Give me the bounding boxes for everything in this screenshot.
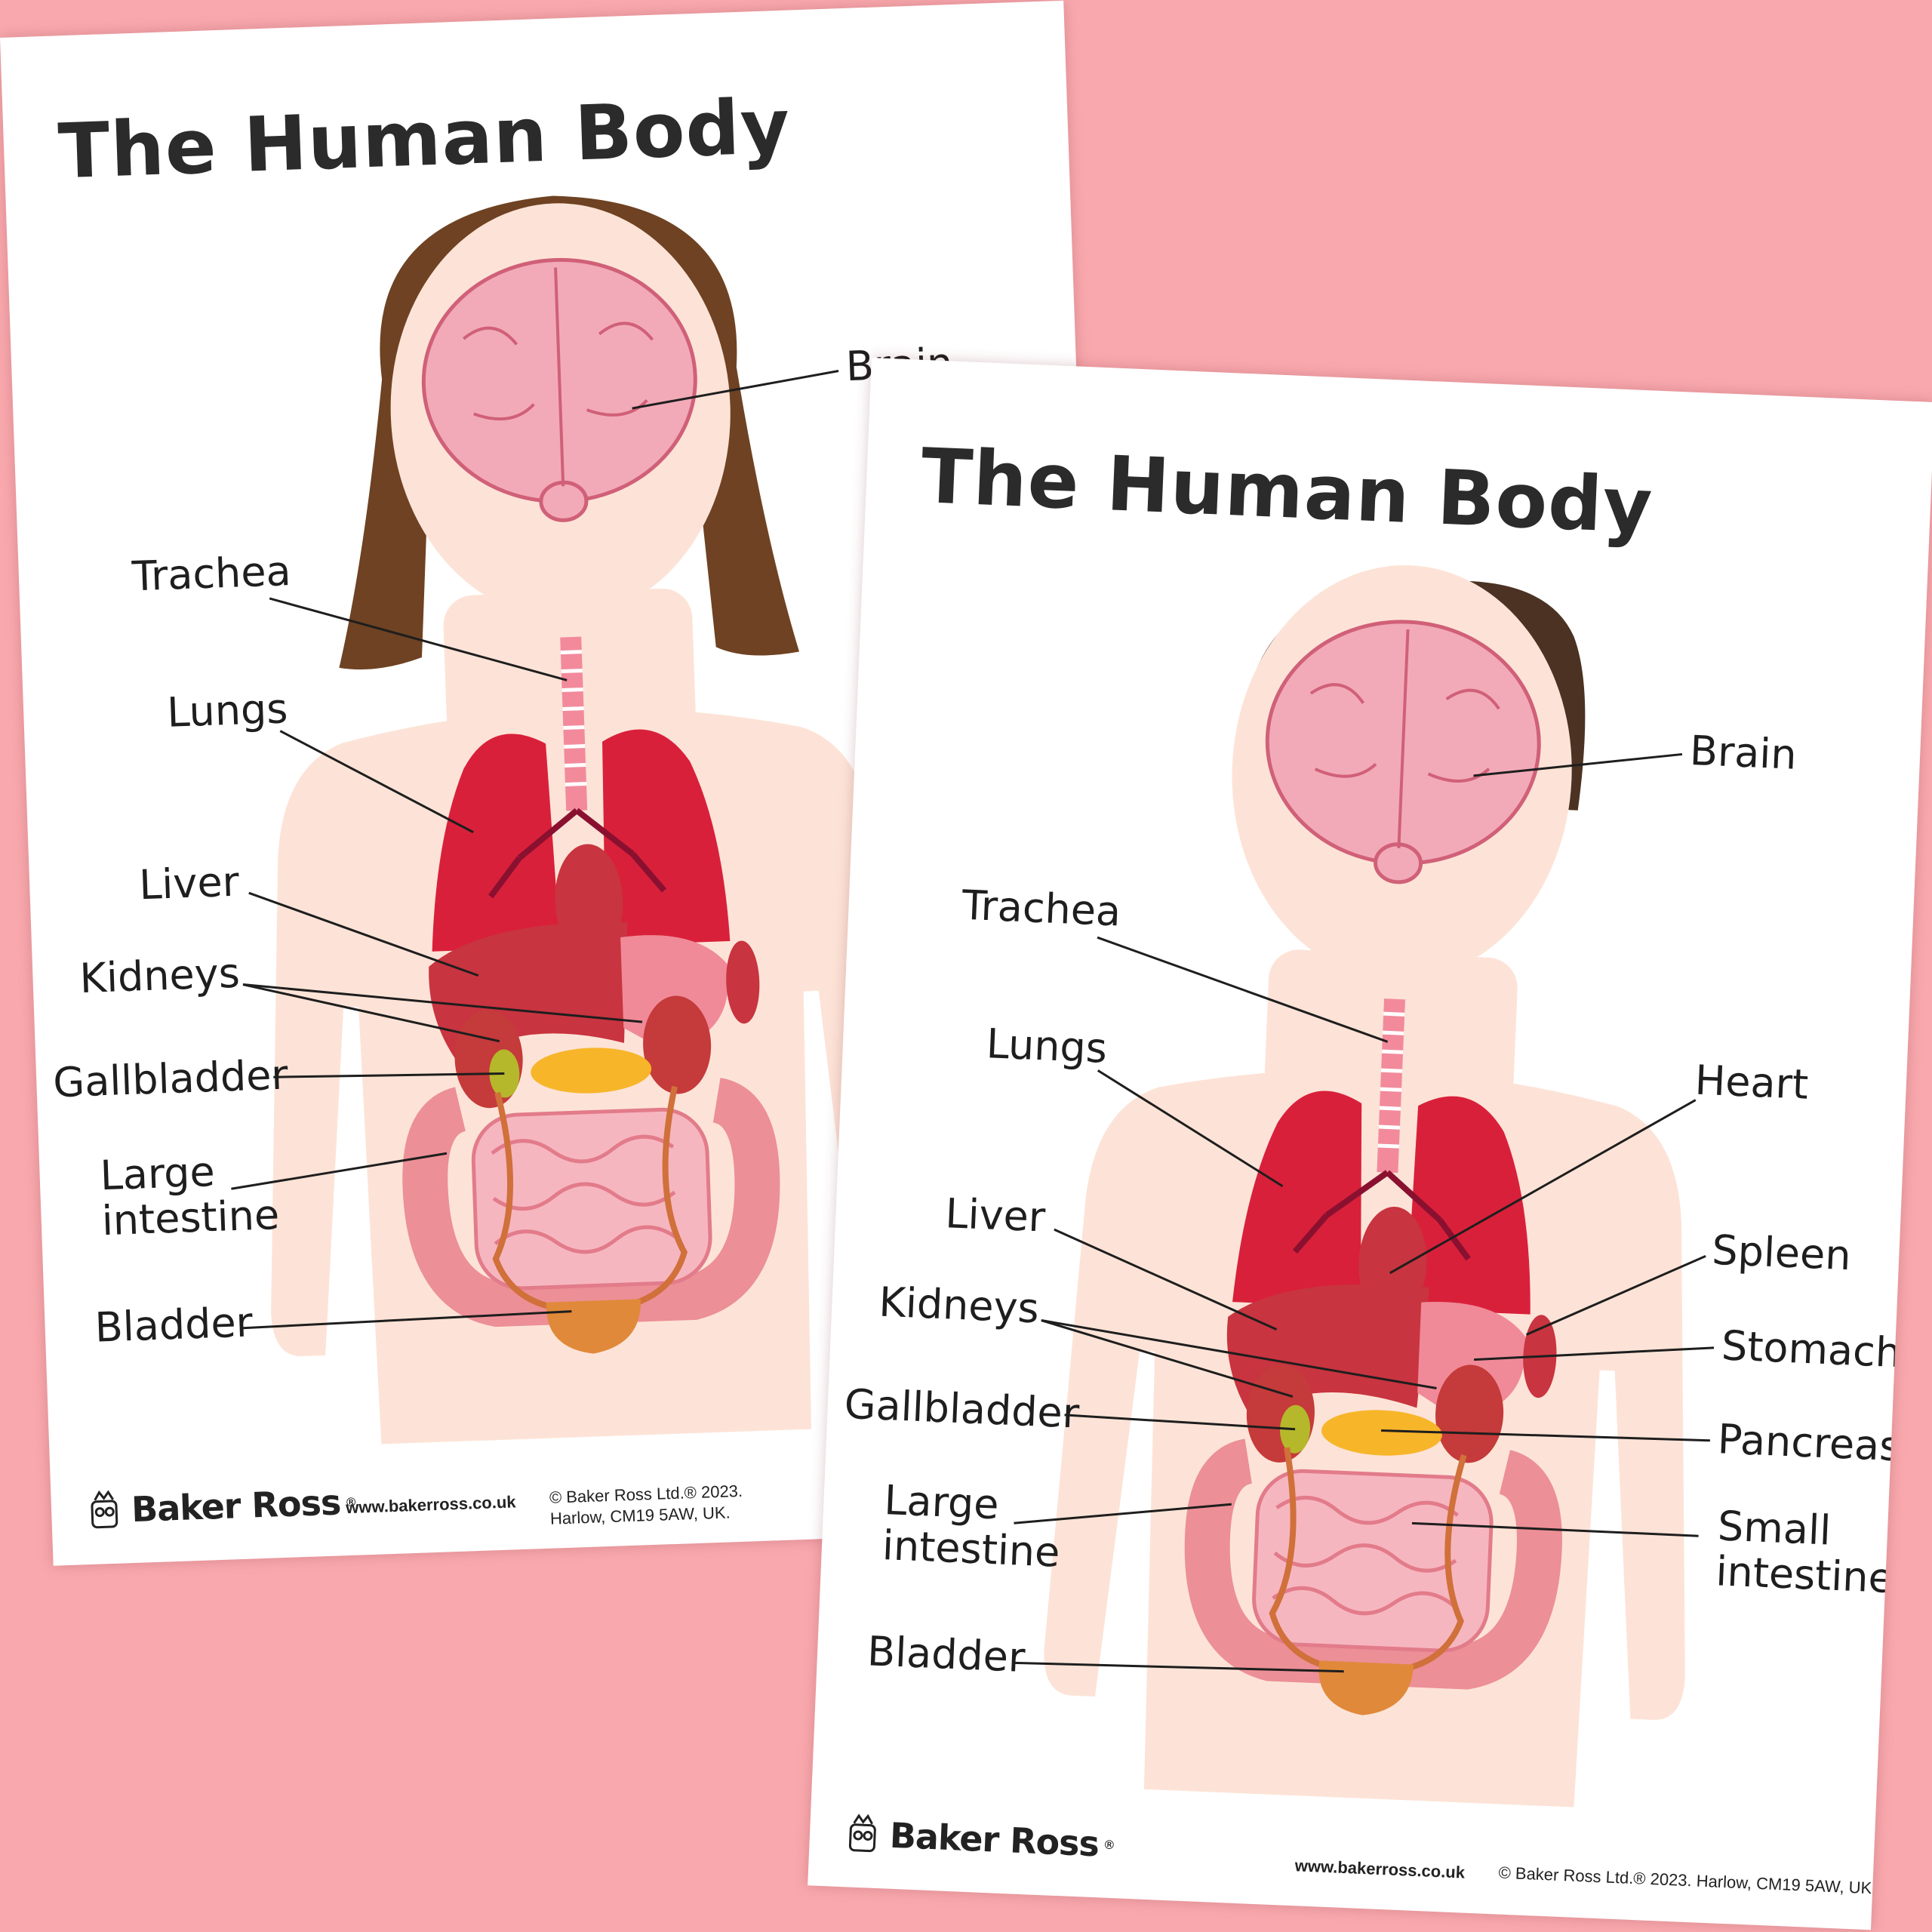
label-lungs: Lungs xyxy=(985,1020,1109,1072)
leader-line-large-intestine xyxy=(231,1152,448,1190)
trachea xyxy=(1377,998,1406,1174)
lungs xyxy=(1232,1091,1531,1315)
leader-lines xyxy=(1013,752,1715,1673)
label-bladder: Bladder xyxy=(866,1627,1026,1681)
label-heart: Heart xyxy=(1694,1056,1810,1109)
leader-line-gallbladder xyxy=(1064,1414,1296,1431)
lungs xyxy=(432,729,731,952)
leader-line-lungs xyxy=(1097,1069,1284,1188)
baker-ross-logo: Baker Ross® xyxy=(839,1810,1116,1867)
human-body-illustration xyxy=(1013,565,1715,1807)
trachea xyxy=(560,636,588,811)
leader-line-small-intestine xyxy=(1411,1521,1699,1537)
human-body-illustration xyxy=(231,195,912,1444)
leader-line-large-intestine xyxy=(1014,1503,1232,1524)
leader-line-bladder xyxy=(1013,1661,1344,1673)
leader-line-lungs xyxy=(279,730,474,834)
label-gallbladder: Gallbladder xyxy=(52,1051,289,1107)
bladder xyxy=(1318,1660,1414,1715)
leader-line-brain xyxy=(1473,752,1683,777)
label-liver: Liver xyxy=(138,857,240,909)
pancreas xyxy=(1321,1410,1442,1456)
leader-line-liver xyxy=(248,891,479,977)
copyright-text: © Baker Ross Ltd.® 2023. Harlow, CM19 5A… xyxy=(549,1481,743,1528)
gallbladder xyxy=(1280,1404,1311,1454)
label-gallbladder: Gallbladder xyxy=(843,1380,1081,1438)
chef-mascot-icon xyxy=(91,1490,118,1529)
leader-line-kidneys xyxy=(1041,1319,1437,1390)
label-trachea: Trachea xyxy=(131,546,292,601)
bladder xyxy=(546,1299,641,1354)
label-large-intestine: Large intestine xyxy=(881,1476,1061,1577)
brain xyxy=(421,257,697,522)
leader-line-brain xyxy=(632,370,839,410)
label-bladder: Bladder xyxy=(94,1298,254,1352)
leader-line-bladder xyxy=(241,1310,572,1330)
label-lungs: Lungs xyxy=(166,685,289,737)
label-small-intestine: Small intestine xyxy=(1715,1502,1895,1603)
chef-mascot-icon xyxy=(848,1814,876,1853)
leader-line-heart xyxy=(1389,1099,1697,1275)
pancreas xyxy=(531,1048,652,1094)
leader-line-stomach xyxy=(1474,1346,1715,1361)
leader-line-kidneys xyxy=(242,983,500,1043)
label-trachea: Trachea xyxy=(961,881,1122,936)
label-brain: Brain xyxy=(1688,726,1798,779)
leader-line-kidneys xyxy=(242,983,643,1023)
label-kidneys: Kidneys xyxy=(878,1278,1040,1333)
small-intestine xyxy=(471,1107,712,1291)
ureters xyxy=(1269,1447,1467,1675)
logo-text: Baker Ross xyxy=(131,1481,342,1531)
label-stomach: Stomach xyxy=(1720,1321,1903,1377)
leader-line-trachea xyxy=(1097,936,1389,1043)
logo-text: Baker Ross xyxy=(888,1814,1100,1865)
leader-line-pancreas xyxy=(1381,1429,1710,1442)
leader-line-kidneys xyxy=(1041,1319,1294,1398)
leader-line-trachea xyxy=(269,597,568,681)
label-spleen: Spleen xyxy=(1711,1226,1852,1280)
leader-lines xyxy=(231,370,839,1330)
leader-line-spleen xyxy=(1525,1254,1706,1336)
leader-line-liver xyxy=(1054,1228,1278,1331)
small-intestine xyxy=(1252,1469,1494,1653)
baker-ross-logo: Baker Ross® xyxy=(81,1479,358,1534)
label-kidneys: Kidneys xyxy=(78,949,241,1003)
ureters xyxy=(492,1085,688,1312)
leader-line-gallbladder xyxy=(273,1072,505,1078)
brain xyxy=(1265,620,1541,884)
label-large-intestine: Large intestine xyxy=(99,1148,281,1245)
label-liver: Liver xyxy=(944,1189,1047,1241)
label-pancreas: Pancreas xyxy=(1716,1415,1902,1471)
spleen xyxy=(726,940,760,1024)
